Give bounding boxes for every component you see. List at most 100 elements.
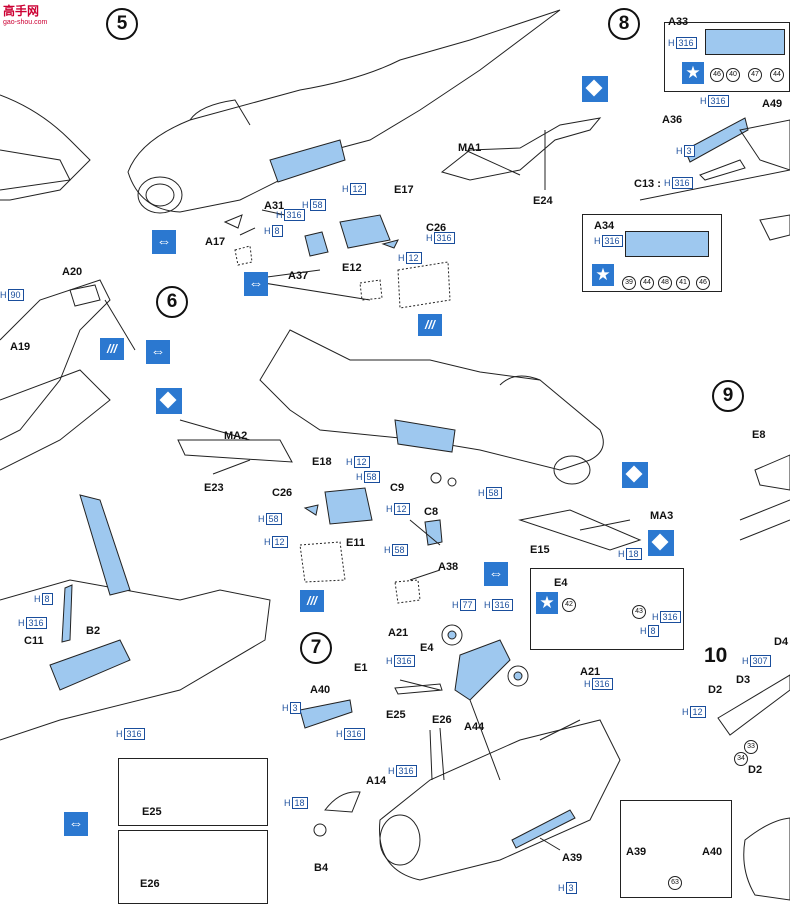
color-code-number: 316 (491, 599, 513, 611)
part-label: C9 (390, 482, 405, 494)
color-code-number: 316 (283, 209, 305, 221)
part-label: A44 (464, 721, 485, 733)
part-label: E24 (533, 195, 553, 207)
part-label: MA1 (458, 142, 482, 154)
aircraft-front-step5 (127, 9, 561, 214)
color-code-number: 58 (309, 199, 326, 211)
inset-a34-part (625, 231, 709, 257)
color-code-number: 77 (459, 599, 476, 611)
part-label: A19 (10, 341, 31, 353)
color-code-number: 316 (591, 678, 613, 690)
part-label: A21 (388, 627, 409, 639)
part-label: B2 (86, 625, 101, 637)
color-code-number: 316 (395, 765, 417, 777)
part-label: C26 (272, 487, 293, 499)
diamond-icon (622, 462, 648, 488)
paint-stripes-icon: /// (100, 338, 124, 360)
part-label: E17 (394, 184, 414, 196)
part-label: D2 (748, 764, 763, 776)
part-label: E11 (346, 537, 365, 549)
inset-a33-part (705, 29, 785, 55)
color-code-number: 12 (271, 536, 288, 548)
color-code-number: 58 (485, 487, 502, 499)
color-code-number: 3 (565, 882, 577, 894)
paint-callout: 34 (734, 752, 748, 766)
paint-stripes-icon: /// (300, 590, 324, 612)
paint-callout: 42 (562, 598, 576, 612)
arrow-left-right-icon: ⇔ (146, 340, 170, 364)
step-number: 7 (300, 632, 332, 664)
part-label: A37 (288, 270, 309, 282)
step-number: 9 (712, 380, 744, 412)
diamond-icon (156, 388, 182, 414)
arrow-left-right-icon: ⇔ (244, 272, 268, 296)
color-code-number: 3 (683, 145, 695, 157)
part-label: D4 (774, 636, 789, 648)
paint-stripes-icon: /// (418, 314, 442, 336)
inset-e25 (118, 758, 268, 826)
watermark-text: 高手网 (3, 4, 40, 18)
part-label: A33 (668, 16, 689, 28)
color-code-number: 316 (393, 655, 415, 667)
watermark: 高手网 gao-shou.com (3, 2, 47, 26)
paint-callout: 46 (696, 276, 710, 290)
arrow-left-right-icon: ⇔ (484, 562, 508, 586)
color-code-number: 307 (749, 655, 771, 667)
step-number: 10 (704, 644, 728, 667)
paint-callout: 48 (658, 276, 672, 290)
part-label: E15 (530, 544, 550, 556)
paint-callout: 39 (622, 276, 636, 290)
color-code-number: 316 (343, 728, 365, 740)
part-label: B4 (314, 862, 329, 874)
color-code-number: 12 (349, 183, 366, 195)
paint-callout: 46 (710, 68, 724, 82)
paint-callout: 40 (726, 68, 740, 82)
color-code-number: 316 (123, 728, 145, 740)
color-code-number: 58 (363, 471, 380, 483)
part-label: C13 : (634, 178, 661, 190)
arrow-left-right-icon: ⇔ (64, 812, 88, 836)
diamond-icon (582, 76, 608, 102)
color-code-number: 58 (265, 513, 282, 525)
part-label: E4 (420, 642, 434, 654)
color-code-number: 316 (433, 232, 455, 244)
color-code-number: 18 (291, 797, 308, 809)
color-code-number: 8 (647, 625, 659, 637)
color-code-number: 18 (625, 548, 642, 560)
part-label: E25 (386, 709, 406, 721)
paint-callout: 41 (676, 276, 690, 290)
part-label: E26 (140, 878, 160, 890)
star-icon: ★ (536, 592, 558, 614)
inset-e26 (118, 830, 268, 904)
diamond-icon (648, 530, 674, 556)
color-code-number: 12 (353, 456, 370, 468)
color-code-number: 12 (393, 503, 410, 515)
paint-callout: 44 (770, 68, 784, 82)
color-code-number: 58 (391, 544, 408, 556)
part-label: C26 (426, 222, 447, 234)
color-code-number: 316 (671, 177, 693, 189)
part-label: E4 (554, 577, 568, 589)
aircraft-mid-step6 (259, 329, 604, 485)
arrow-left-right-icon: ⇔ (152, 230, 176, 254)
part-label: E12 (342, 262, 362, 274)
